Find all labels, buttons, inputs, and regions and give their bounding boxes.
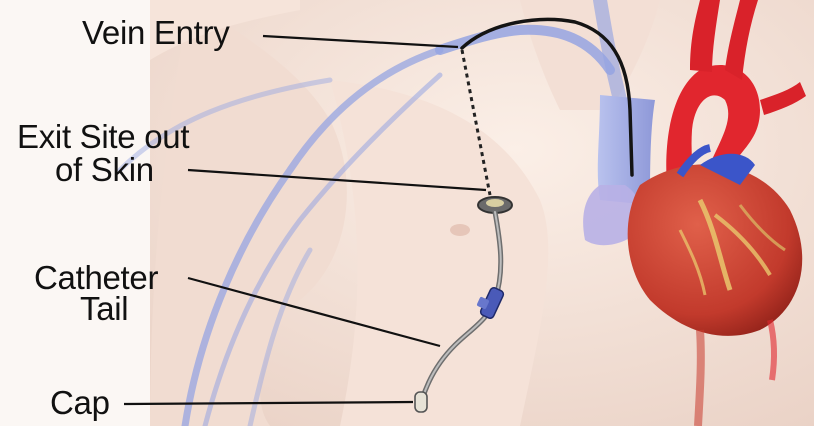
label-cap: Cap (50, 386, 110, 420)
label-catheter-line2: Tail (80, 292, 128, 326)
label-exit-site-line2: of Skin (55, 153, 154, 187)
label-vein-entry: Vein Entry (82, 16, 229, 50)
label-exit-site-line1: Exit Site out (17, 120, 189, 154)
catheter-cap (415, 392, 427, 412)
